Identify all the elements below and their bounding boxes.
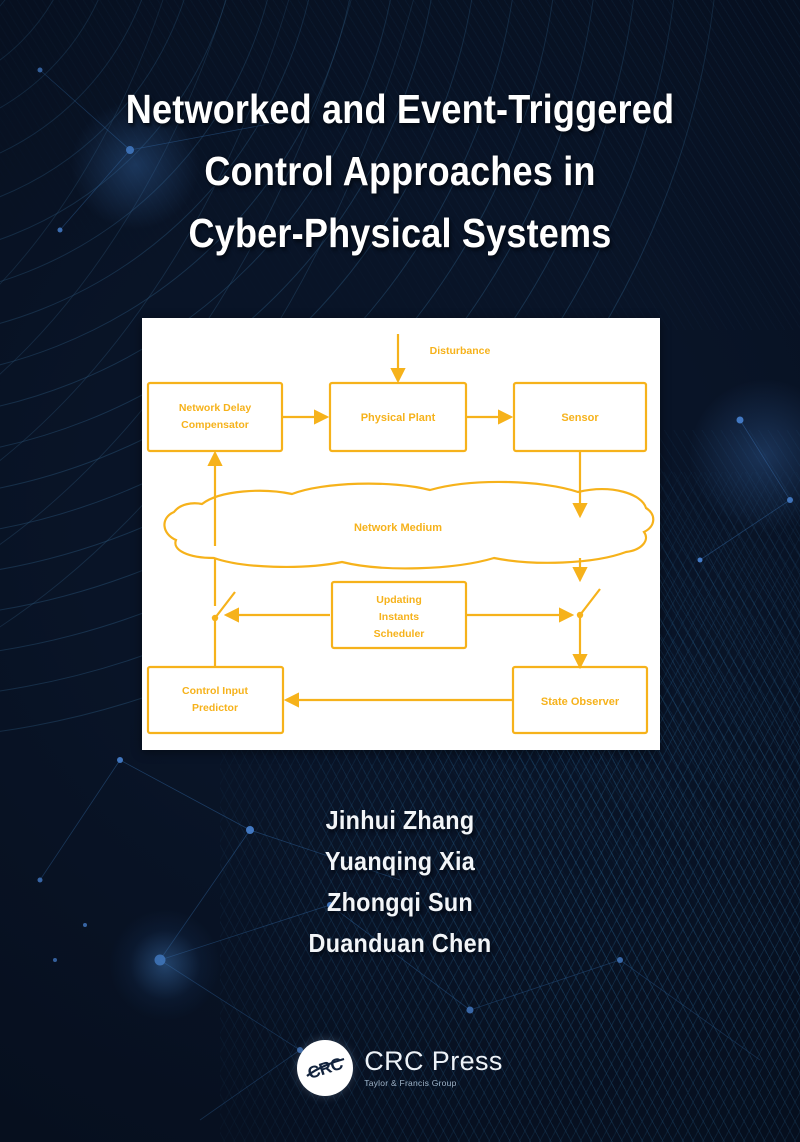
publisher-text: CRC Press Taylor & Francis Group [364,1047,503,1089]
label-updating-instants-scheduler-3: Scheduler [374,628,425,640]
author-2: Yuanqing Xia [324,846,476,876]
diagram-panel: Disturbance Network Delay Compensator Ph… [142,318,660,750]
label-physical-plant: Physical Plant [361,412,436,424]
author-1: Jinhui Zhang [325,805,475,835]
publisher-subtitle: Taylor & Francis Group [364,1078,457,1088]
block-control-input-predictor [146,665,285,735]
label-updating-instants-scheduler-2: Instants [379,611,419,623]
crc-circle-logo-icon: CRC [297,1040,354,1096]
block-network-delay-compensator [146,381,284,453]
label-disturbance: Disturbance [430,345,491,357]
publisher-logo: CRC CRC Press Taylor & Francis Group [0,1040,800,1096]
author-list: Jinhui Zhang Yuanqing Xia Zhongqi Sun Du… [0,800,800,964]
label-network-medium: Network Medium [354,522,442,534]
label-sensor: Sensor [561,412,599,424]
switch-pivot-dots [211,611,584,622]
label-state-observer: State Observer [541,696,620,708]
author-4: Duanduan Chen [308,928,492,958]
publisher-name: CRC Press [364,1046,503,1076]
label-control-input-predictor-2: Predictor [192,702,238,714]
title-line-3: Cyber-Physical Systems [188,210,612,256]
switch-right-blade [579,588,601,616]
book-title: Networked and Event-Triggered Control Ap… [48,78,752,264]
title-line-2: Control Approaches in [204,148,596,194]
label-updating-instants-scheduler-1: Updating [376,594,422,606]
author-3: Zhongqi Sun [327,887,473,917]
label-network-delay-compensator-2: Compensator [181,419,249,431]
title-line-1: Networked and Event-Triggered [125,86,675,132]
switch-left-blade [214,591,236,619]
label-control-input-predictor-1: Control Input [182,685,248,697]
block-network-medium [163,480,655,570]
label-network-delay-compensator-1: Network Delay [179,402,252,414]
